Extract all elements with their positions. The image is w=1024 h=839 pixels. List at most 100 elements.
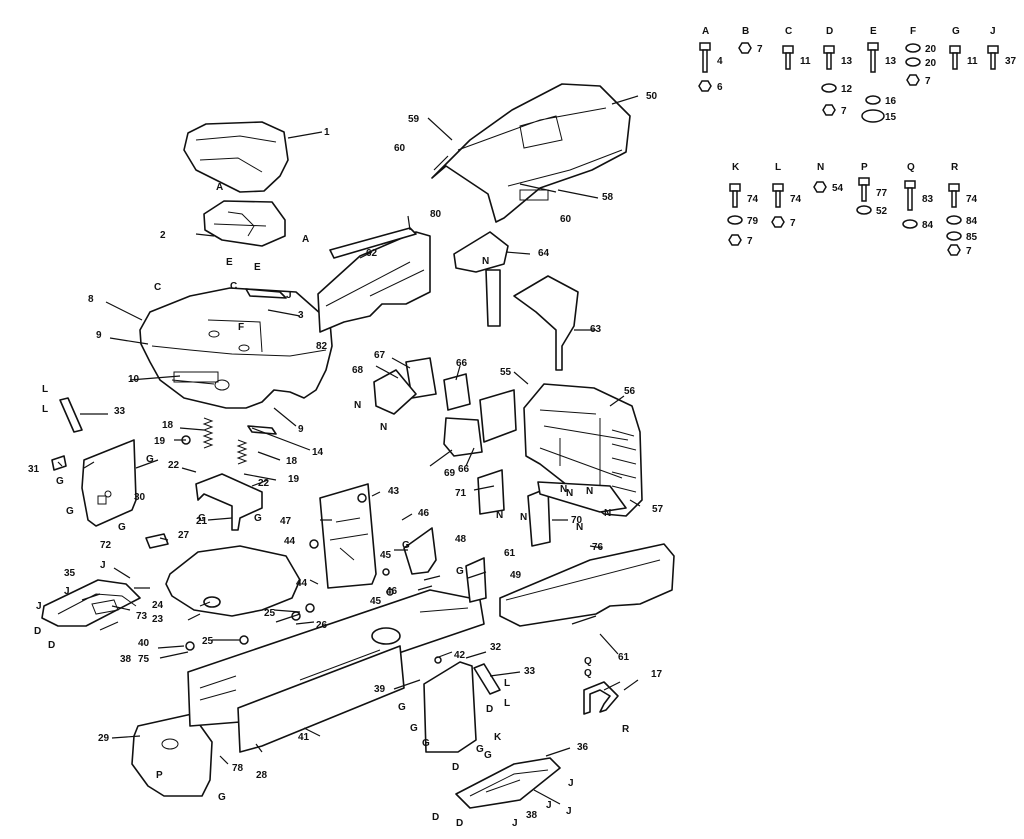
- callout-label: 35: [64, 568, 76, 579]
- nut-icon: [947, 244, 961, 256]
- hardware-part-number: 7: [790, 218, 796, 229]
- callout-label: Q: [584, 656, 592, 667]
- callout-label: 1: [324, 127, 330, 138]
- callout-label: G: [484, 750, 492, 761]
- hardware-part-number: 74: [966, 194, 978, 205]
- hardware-key-label: C: [785, 26, 792, 37]
- washer-icon: [821, 83, 837, 93]
- part-hood: [431, 83, 631, 223]
- nut-icon: [771, 216, 785, 228]
- part-seat-bracket: [195, 473, 263, 531]
- part-handle: [245, 288, 287, 299]
- hardware-part-number: 37: [1005, 56, 1017, 67]
- hardware-a: A46: [698, 26, 723, 93]
- callout-label: G: [198, 513, 206, 524]
- callout-label: L: [42, 404, 48, 415]
- washer-icon: [905, 43, 921, 53]
- washer-icon: [865, 95, 881, 105]
- callout-label: 45: [370, 596, 382, 607]
- washer-icon: [727, 215, 743, 225]
- callout-label: L: [42, 384, 48, 395]
- callout-label: L: [504, 698, 510, 709]
- hardware-part-number: 52: [876, 206, 888, 217]
- callout-label: D: [456, 818, 463, 829]
- hardware-part-number: 84: [922, 220, 934, 231]
- part-u-bolt: [583, 681, 619, 715]
- part-front-housing: [523, 383, 643, 517]
- hardware-part-number: 84: [966, 216, 978, 227]
- hardware-part-number: 74: [790, 194, 802, 205]
- hardware-part-number: 15: [885, 112, 897, 123]
- callout-label: 44: [296, 578, 308, 589]
- callout-label: 29: [98, 733, 110, 744]
- bolt-icon: [948, 183, 960, 208]
- hardware-part-number: 4: [717, 56, 723, 67]
- callout-label: F: [238, 322, 244, 333]
- callout-label: 49: [510, 570, 522, 581]
- hardware-key-label: A: [702, 26, 709, 37]
- hardware-c: C11: [782, 26, 811, 70]
- hardware-part-number: 7: [757, 44, 763, 55]
- callout-label: 17: [651, 669, 663, 680]
- hardware-key-label: N: [817, 162, 824, 173]
- callout-label: N: [380, 422, 387, 433]
- nut-icon: [728, 234, 742, 246]
- callout-label: G: [456, 566, 464, 577]
- callout-label: G: [118, 522, 126, 533]
- washer-icon: [946, 231, 962, 241]
- callout-label: J: [512, 818, 518, 829]
- callout-label: 73: [136, 611, 148, 622]
- callout-label: 26: [316, 620, 328, 631]
- callout-label: 23: [152, 614, 164, 625]
- callout-label: 55: [500, 367, 512, 378]
- hardware-part-number: 7: [747, 236, 753, 247]
- hardware-g: G11: [949, 26, 978, 70]
- bolt-icon: [729, 183, 741, 208]
- callout-label: 57: [652, 504, 664, 515]
- callout-label: 9: [298, 424, 304, 435]
- nut-icon: [906, 74, 920, 86]
- callout-label: 69: [444, 468, 456, 479]
- callout-label: 75: [138, 654, 150, 665]
- callout-label: 8: [88, 294, 94, 305]
- hardware-key-label: Q: [907, 162, 915, 173]
- hardware-part-number: 20: [925, 44, 937, 55]
- callout-label: 50: [646, 91, 658, 102]
- callout-label: 25: [264, 608, 276, 619]
- hardware-key-label: R: [951, 162, 959, 173]
- callout-label: 46: [386, 586, 398, 597]
- part-hood-bracket: [453, 231, 509, 273]
- hardware-key-label: D: [826, 26, 833, 37]
- callout-label: 72: [100, 540, 112, 551]
- callout-label: 18: [162, 420, 174, 431]
- callout-label: 33: [524, 666, 536, 677]
- callout-label: 62: [366, 248, 378, 259]
- callout-label: G: [476, 744, 484, 755]
- washer-icon: [902, 219, 918, 229]
- hardware-part-number: 77: [876, 188, 888, 199]
- callout-label: 78: [232, 763, 244, 774]
- callout-label: 60: [394, 143, 406, 154]
- callout-label: 22: [168, 460, 180, 471]
- callout-label: N: [576, 522, 583, 533]
- hardware-part-number: 13: [841, 56, 853, 67]
- callout-label: 40: [138, 638, 150, 649]
- part-left-panel: [81, 439, 137, 527]
- callout-label: N: [566, 488, 573, 499]
- callout-label: 39: [374, 684, 386, 695]
- bolt-icon: [858, 177, 870, 202]
- callout-label: 82: [316, 341, 328, 352]
- hardware-j: J37: [987, 26, 1017, 70]
- hardware-part-number: 85: [966, 232, 978, 243]
- hardware-part-number: 13: [885, 56, 897, 67]
- parts-drawing: [41, 83, 675, 809]
- bolt-icon: [949, 45, 961, 70]
- washer-icon: [856, 205, 872, 215]
- callout-label: 70: [571, 515, 583, 526]
- hardware-key-label: F: [910, 26, 916, 37]
- callout-label: 67: [374, 350, 386, 361]
- callout-label: 38: [120, 654, 132, 665]
